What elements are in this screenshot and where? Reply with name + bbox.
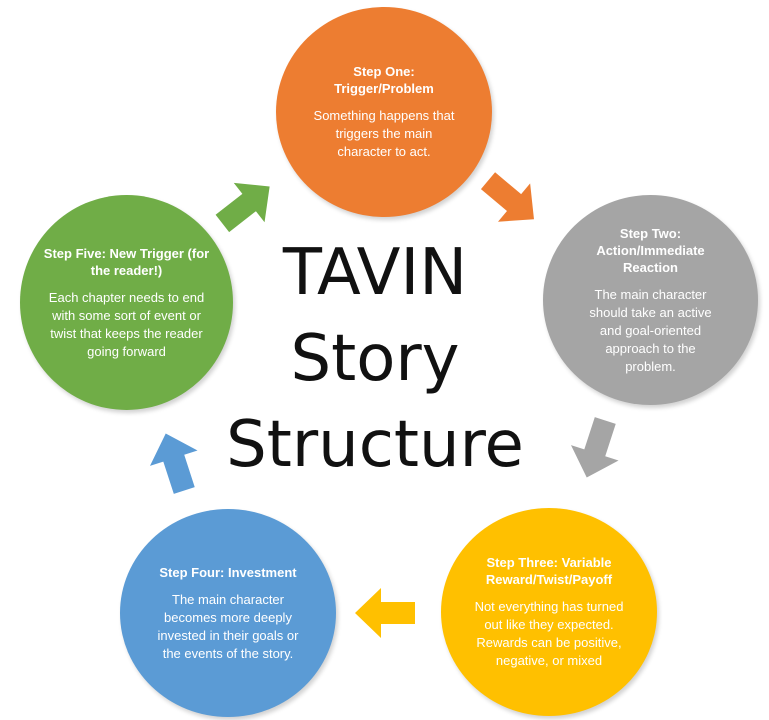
center-title: TAVIN Story Structure [220, 230, 530, 488]
step-three-body: Not everything has turned out like they … [474, 599, 624, 668]
step-five-title: Step Five: New Trigger (for the reader!) [43, 245, 210, 278]
arrow-three-to-four-icon [355, 588, 415, 638]
step-one-body: Something happens that triggers the main… [313, 108, 455, 159]
center-title-line-1: TAVIN [282, 236, 468, 310]
step-two-body: The main character should take an active… [589, 286, 712, 374]
step-one-circle: Step One: Trigger/Problem Something happ… [276, 7, 492, 217]
step-one-title: Step One: Trigger/Problem [334, 64, 434, 96]
step-two-circle: Step Two: Action/Immediate Reaction The … [543, 195, 758, 405]
step-five-body: Each chapter needs to end with some sort… [48, 289, 205, 359]
step-four-body: The main character becomes more deeply i… [157, 591, 299, 661]
center-title-line-3: Structure [226, 408, 524, 482]
arrow-one-to-two-icon [480, 172, 534, 222]
arrow-two-to-three-icon [570, 417, 619, 478]
center-title-line-2: Story [290, 322, 460, 396]
step-five-circle: Step Five: New Trigger (for the reader!)… [20, 195, 233, 410]
step-three-circle: Step Three: Variable Reward/Twist/Payoff… [441, 508, 657, 716]
step-three-title: Step Three: Variable Reward/Twist/Payoff [485, 555, 613, 587]
step-two-title: Step Two: Action/Immediate Reaction [596, 225, 705, 275]
step-four-circle: Step Four: Investment The main character… [120, 509, 336, 717]
arrow-five-to-one-icon [215, 182, 270, 233]
arrow-four-to-five-icon [149, 433, 198, 494]
step-four-title: Step Four: Investment [159, 564, 297, 580]
